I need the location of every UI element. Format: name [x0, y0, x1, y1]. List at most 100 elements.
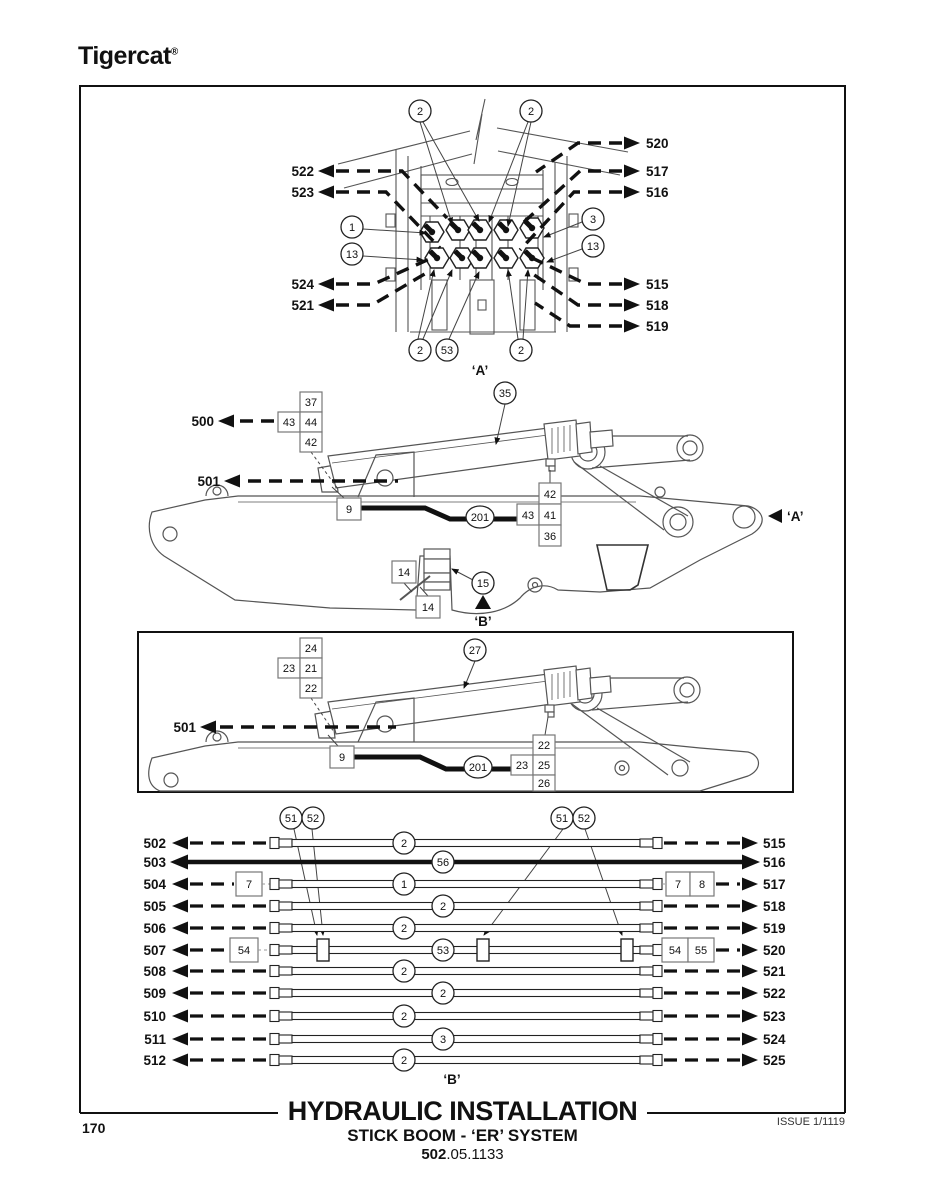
box-14-lower: 14 — [422, 602, 434, 614]
hose-balloon: 2 — [401, 923, 407, 935]
linkage-arms — [570, 434, 704, 538]
pin-bracket — [357, 451, 451, 601]
balloon-51-left: 51 — [285, 813, 297, 825]
detail-a-leaders — [362, 121, 583, 340]
callout-522: 522 — [291, 164, 314, 179]
callout-501: 501 — [197, 474, 220, 489]
detail-b-view: 501 201 24 23 21 22 2 — [137, 631, 794, 793]
balloon-201: 201 — [471, 512, 489, 524]
hose-right-label: 520 — [763, 943, 786, 958]
hose-row: 511 524 3 — [144, 1027, 786, 1051]
hose-clamp — [620, 938, 634, 962]
hose-row: 504 7 7 8 517 1 — [143, 871, 786, 897]
hose-left-label: 512 — [143, 1053, 166, 1068]
callout-516: 516 — [646, 185, 669, 200]
callout-517: 517 — [646, 164, 669, 179]
hose-right-label: 525 — [763, 1053, 786, 1068]
hose-balloon: 2 — [401, 838, 407, 850]
hose-right-label: 522 — [763, 986, 786, 1001]
fitting-box-8r: 8 — [699, 879, 705, 891]
rod-end-part-cluster-b: 24 23 21 22 — [277, 637, 323, 699]
hose-clamp — [476, 938, 490, 962]
hose-left-label: 507 — [143, 943, 166, 958]
balloon-201b: 201 — [469, 762, 487, 774]
clamp-box-55r: 55 — [695, 945, 707, 957]
boom-arm — [148, 484, 763, 615]
hose-right-label: 519 — [763, 921, 786, 936]
hose-end-part-cluster-b: 22 23 25 26 — [510, 734, 556, 792]
callout-500: 500 — [191, 414, 214, 429]
tigercat-logo: Tigercat® — [78, 42, 178, 71]
box-25: 25 — [538, 760, 550, 772]
box-22b: 22 — [538, 740, 550, 752]
fitting-box-7: 7 — [246, 879, 252, 891]
balloon-2: 2 — [417, 345, 423, 357]
balloon-52-left: 52 — [307, 813, 319, 825]
hose-left-label: 502 — [143, 836, 166, 851]
box-9: 9 — [346, 504, 352, 516]
hose-left-label: 505 — [143, 899, 166, 914]
boom-end-structure — [337, 98, 629, 335]
marker-b-triangle — [475, 595, 491, 609]
callout-520: 520 — [646, 136, 669, 151]
hose-balloon: 1 — [401, 879, 407, 891]
box-43: 43 — [283, 417, 295, 429]
balloon-15: 15 — [477, 578, 489, 590]
boom-arm-b — [148, 730, 760, 792]
stick-cylinder-b — [314, 665, 612, 739]
hose-row: 507 54 54 55 520 — [143, 937, 786, 963]
hose-balloon: 2 — [401, 1011, 407, 1023]
hose-row: 502 515 2 — [143, 831, 786, 855]
hose-left-label: 504 — [143, 877, 166, 892]
callout-521: 521 — [291, 298, 314, 313]
box-41: 41 — [544, 510, 556, 522]
detail-a-right-callouts: 520 517 516 515 518 519 — [624, 136, 669, 334]
hose-left-label: 509 — [143, 986, 166, 1001]
hose-balloon: 2 — [440, 988, 446, 1000]
box-22: 22 — [305, 683, 317, 695]
hose-left-label: 508 — [143, 964, 166, 979]
doc-number-rest: .05.1133 — [446, 1146, 504, 1163]
doc-number-section: 502 — [421, 1146, 447, 1163]
balloon-51-right: 51 — [556, 813, 568, 825]
hose-left-label: 511 — [144, 1032, 166, 1047]
hose-right-label: 524 — [763, 1032, 786, 1047]
box-23: 23 — [283, 663, 295, 675]
box-36: 36 — [544, 531, 556, 543]
issue-label: ISSUE 1/1119 — [776, 1116, 845, 1128]
side-view-leaders — [310, 403, 551, 597]
balloon-2: 2 — [518, 345, 524, 357]
clamp-box-54r: 54 — [669, 945, 681, 957]
hose-right-label: 518 — [763, 899, 786, 914]
box-23b: 23 — [516, 760, 528, 772]
box-14-upper: 14 — [398, 567, 410, 579]
balloon-1: 1 — [349, 222, 355, 234]
stick-boom-side-view: 500 501 201 37 43 — [148, 381, 804, 629]
balloon-52-right: 52 — [578, 813, 590, 825]
fitting-box-7r: 7 — [675, 879, 681, 891]
box-37: 37 — [305, 397, 317, 409]
box-43: 43 — [522, 510, 534, 522]
box-24: 24 — [305, 643, 317, 655]
hose-end-part-cluster: 42 43 41 36 — [516, 482, 562, 547]
detail-a-left-callouts: 522 523 524 521 — [291, 164, 334, 313]
hose-row: 510 523 2 — [143, 1004, 786, 1028]
balloon-3: 3 — [590, 214, 596, 226]
hose-right-label: 516 — [763, 855, 786, 870]
box-42: 42 — [305, 437, 317, 449]
side-view-dashes — [240, 419, 398, 483]
box-44: 44 — [305, 417, 317, 429]
balloon-35: 35 — [499, 388, 511, 400]
callout-518: 518 — [646, 298, 669, 313]
rod-end-part-cluster: 37 43 44 42 — [277, 391, 323, 453]
hose-clamp — [316, 938, 330, 962]
callout-515: 515 — [646, 277, 669, 292]
elbow-fittings — [420, 218, 544, 268]
balloon-27: 27 — [469, 645, 481, 657]
hose-left-label: 506 — [143, 921, 166, 936]
hose-row: 508 521 2 — [143, 959, 786, 983]
page-subtitle: STICK BOOM - ‘ER’ SYSTEM — [347, 1126, 578, 1145]
hose-row-thick: 503 516 56 — [143, 850, 786, 874]
